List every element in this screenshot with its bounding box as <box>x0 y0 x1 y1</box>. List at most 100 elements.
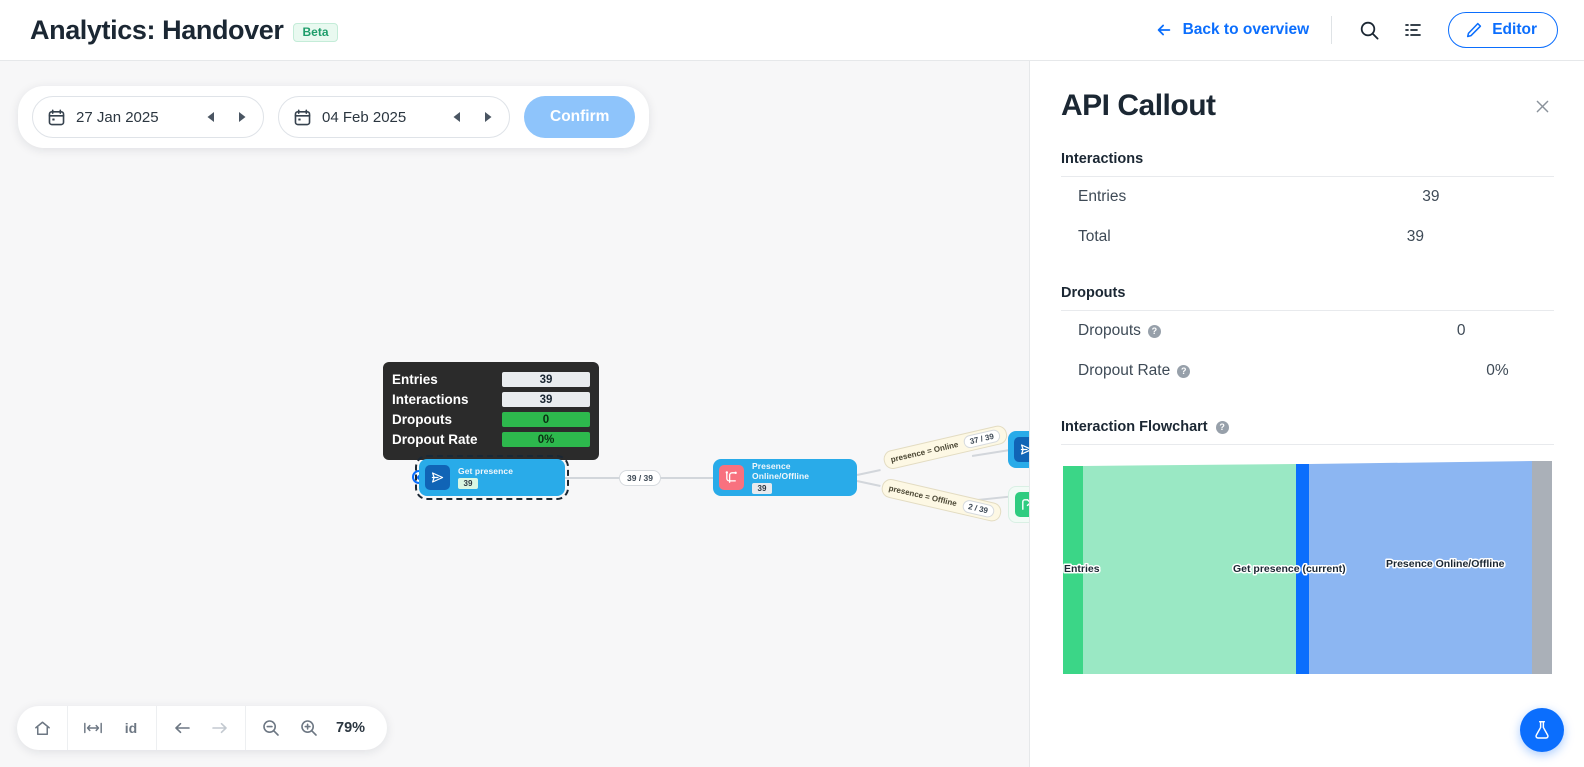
sankey-node-get-presence[interactable] <box>1296 464 1309 674</box>
stat-row-entries: Entries 39 <box>1061 177 1554 217</box>
tooltip-value: 0% <box>502 432 590 447</box>
stat-label-wrap: Dropout Rate ? <box>1078 362 1191 380</box>
branch-icon <box>719 465 744 490</box>
stat-value: 0 <box>1456 322 1466 339</box>
flow-edge <box>971 448 1012 457</box>
interaction-flowchart[interactable]: Entries Get presence (current) Presence … <box>1061 461 1554 674</box>
section-heading-interactions: Interactions <box>1061 151 1554 177</box>
end-date-field[interactable]: 04 Feb 2025 <box>278 96 510 138</box>
back-to-overview-link[interactable]: Back to overview <box>1155 21 1332 39</box>
fit-width-icon[interactable] <box>78 713 108 743</box>
send-icon <box>425 465 450 490</box>
flow-node-clipped-green[interactable] <box>1008 486 1029 523</box>
toolbar-divider <box>1331 16 1333 44</box>
confirm-button[interactable]: Confirm <box>524 96 636 138</box>
flow-node-get-presence[interactable]: Get presence 39 <box>415 455 569 500</box>
stat-label: Total <box>1078 228 1111 245</box>
stat-label: Dropout Rate <box>1078 362 1171 379</box>
flowchart-heading-label: Interaction Flowchart <box>1061 419 1208 435</box>
stat-label-wrap: Dropouts ? <box>1078 322 1161 340</box>
redo-arrow-right-icon[interactable] <box>205 713 235 743</box>
calendar-icon <box>294 108 311 125</box>
sankey-node-terminal[interactable] <box>1532 461 1552 674</box>
stat-label: Dropouts <box>1078 322 1141 339</box>
help-icon[interactable]: ? <box>1215 420 1229 434</box>
toolbar-divider <box>156 706 157 750</box>
editor-button[interactable]: Editor <box>1448 12 1558 48</box>
help-icon[interactable]: ? <box>1177 364 1191 378</box>
tooltip-value: 39 <box>502 372 590 387</box>
branch-label-offline: presence = Offline 2 / 39 <box>879 477 1003 524</box>
top-bar-actions: Back to overview Editor <box>1155 12 1558 48</box>
end-date-next-button[interactable] <box>477 106 499 128</box>
toolbar-group-zoom: 79% <box>246 706 387 750</box>
close-icon[interactable] <box>1533 89 1554 120</box>
exit-arrow-icon <box>1015 492 1029 517</box>
node-stats-tooltip: Entries 39 Interactions 39 Dropouts 0 Dr… <box>383 362 599 469</box>
flow-canvas[interactable]: 27 Jan 2025 04 Feb 2025 Confirm <box>0 61 1029 767</box>
flow-node-presence-online-offline[interactable]: Presence Online/Offline 39 <box>713 459 857 496</box>
branch-count: 37 / 39 <box>962 428 1002 450</box>
toolbar-divider <box>245 706 246 750</box>
flow-node-count-badge: 39 <box>752 483 772 494</box>
zoom-in-icon[interactable] <box>294 713 324 743</box>
experiments-fab-button[interactable] <box>1520 708 1564 752</box>
branch-label-text: presence = Online <box>889 439 960 465</box>
start-date-prev-button[interactable] <box>199 106 221 128</box>
date-range-bar: 27 Jan 2025 04 Feb 2025 Confirm <box>18 86 650 148</box>
flow-node-title: Presence Online/Offline <box>752 461 810 481</box>
toolbar-group-fit: id <box>68 706 156 750</box>
panel-header: API Callout <box>1061 89 1554 123</box>
sankey-node-entries[interactable] <box>1063 466 1083 674</box>
id-toggle-button[interactable]: id <box>124 720 138 736</box>
sankey-label-presence-online-offline: Presence Online/Offline <box>1386 558 1505 570</box>
start-date-field[interactable]: 27 Jan 2025 <box>32 96 264 138</box>
sankey-svg: Entries Get presence (current) Presence … <box>1063 461 1552 674</box>
branch-count: 2 / 39 <box>961 498 996 519</box>
editor-label: Editor <box>1492 21 1537 38</box>
canvas-toolbar: id <box>17 706 388 750</box>
help-icon[interactable]: ? <box>1147 324 1161 338</box>
end-date-value: 04 Feb 2025 <box>322 108 407 126</box>
flow-edge <box>565 477 633 479</box>
top-bar: Analytics: Handover Beta Back to overvie… <box>0 0 1584 61</box>
arrow-left-icon <box>1157 24 1170 36</box>
section-heading-flowchart: Interaction Flowchart ? <box>1061 419 1554 445</box>
tooltip-label: Dropouts <box>392 412 452 427</box>
stat-row-dropout-rate: Dropout Rate ? 0% <box>1061 351 1554 391</box>
tooltip-label: Interactions <box>392 392 469 407</box>
end-date-prev-button[interactable] <box>445 106 467 128</box>
flow-edge <box>657 477 713 479</box>
tooltip-value: 39 <box>502 392 590 407</box>
branch-label-text: presence = Offline <box>887 483 958 509</box>
undo-arrow-left-icon[interactable] <box>167 713 197 743</box>
list-icon[interactable] <box>1396 13 1430 47</box>
zoom-level-label: 79% <box>336 720 366 736</box>
stat-row-dropouts: Dropouts ? 0 <box>1061 311 1554 351</box>
toolbar-group-history <box>157 706 245 750</box>
tooltip-label: Entries <box>392 372 438 387</box>
back-to-overview-label: Back to overview <box>1182 21 1310 38</box>
tooltip-value: 0 <box>502 412 590 427</box>
flask-icon <box>1535 721 1549 739</box>
sankey-label-entries: Entries <box>1064 563 1100 575</box>
flow-node-title: Get presence <box>458 466 514 476</box>
tooltip-row: Entries 39 <box>392 370 590 389</box>
panel-title: API Callout <box>1061 89 1216 122</box>
stat-row-total: Total 39 <box>1061 217 1554 257</box>
flow-node-count-badge: 39 <box>458 478 478 489</box>
toolbar-divider <box>67 706 68 750</box>
flow-node-content: Presence Online/Offline 39 <box>752 461 847 494</box>
tooltip-row: Dropouts 0 <box>392 410 590 429</box>
search-icon[interactable] <box>1352 13 1386 47</box>
home-icon[interactable] <box>27 713 57 743</box>
zoom-out-icon[interactable] <box>256 713 286 743</box>
flow-node-clipped-blue[interactable] <box>1008 431 1029 468</box>
stat-label: Entries <box>1078 188 1127 205</box>
start-date-next-button[interactable] <box>231 106 253 128</box>
edge-count-chip: 39 / 39 <box>619 470 661 486</box>
details-panel: API Callout Interactions Entries 39 Tota… <box>1029 61 1584 767</box>
tooltip-row: Dropout Rate 0% <box>392 430 590 449</box>
pencil-icon <box>1467 22 1482 38</box>
toolbar-group-home <box>17 706 67 750</box>
